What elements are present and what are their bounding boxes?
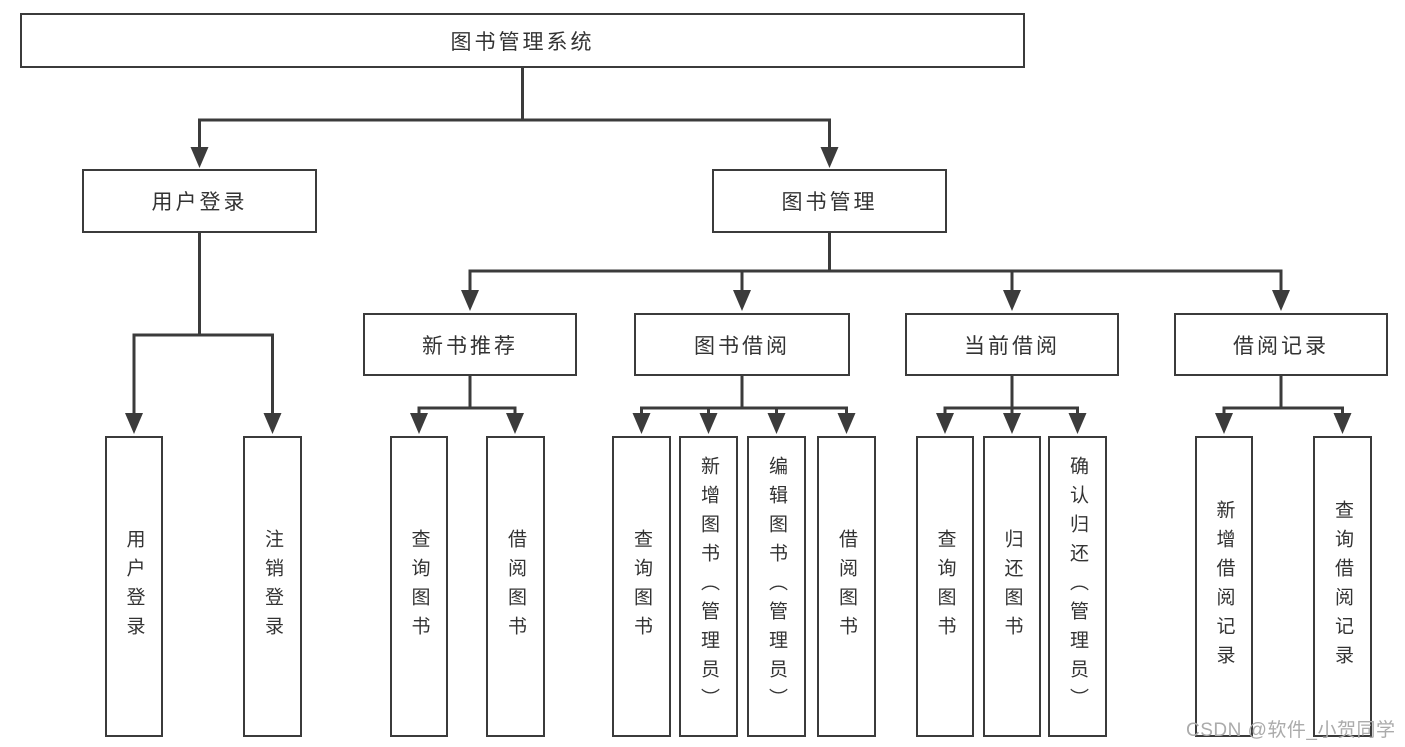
node-current-borrowing-label: 当前借阅	[964, 334, 1060, 358]
leaf-borrowing-add-books-admin: 新增图书（管理员）	[679, 436, 738, 737]
node-current-borrowing: 当前借阅	[905, 313, 1119, 376]
leaf-logout: 注销登录	[243, 436, 302, 737]
leaf-current-return-books-label: 归还图书	[1001, 528, 1023, 645]
leaf-records-query-record: 查询借阅记录	[1313, 436, 1372, 737]
leaf-borrowing-add-books-admin-label: 新增图书（管理员）	[698, 456, 719, 717]
node-book-borrowing-label: 图书借阅	[694, 334, 790, 358]
leaf-user-login: 用户登录	[105, 436, 163, 737]
leaf-current-query-books: 查询图书	[916, 436, 974, 737]
leaf-current-return-books: 归还图书	[983, 436, 1041, 737]
connector-lines	[132, 67, 1344, 416]
leaf-current-confirm-return-admin-label: 确认归还（管理员）	[1067, 456, 1088, 717]
leaf-current-confirm-return-admin: 确认归还（管理员）	[1048, 436, 1107, 737]
node-book-borrowing: 图书借阅	[634, 313, 850, 376]
node-borrow-records: 借阅记录	[1174, 313, 1388, 376]
leaf-records-add-record: 新增借阅记录	[1195, 436, 1253, 737]
node-user-login: 用户登录	[82, 169, 317, 233]
connector-arrowheads	[125, 147, 1352, 434]
leaf-borrowing-borrow-books: 借阅图书	[817, 436, 876, 737]
node-new-book-recommend-label: 新书推荐	[422, 334, 518, 358]
leaf-borrowing-borrow-books-label: 借阅图书	[836, 528, 857, 645]
leaf-recommend-borrow-books-label: 借阅图书	[505, 528, 526, 645]
leaf-recommend-borrow-books: 借阅图书	[486, 436, 545, 737]
leaf-logout-label: 注销登录	[262, 528, 283, 645]
leaf-user-login-label: 用户登录	[123, 528, 145, 645]
leaf-borrowing-edit-books-admin: 编辑图书（管理员）	[747, 436, 806, 737]
csdn-watermark: CSDN @软件_小贺同学	[1186, 720, 1396, 741]
node-book-management-label: 图书管理	[781, 191, 878, 214]
node-user-login-label: 用户登录	[151, 191, 248, 214]
leaf-borrowing-query-books: 查询图书	[612, 436, 671, 737]
node-borrow-records-label: 借阅记录	[1233, 334, 1329, 358]
node-root: 图书管理系统	[20, 13, 1025, 68]
leaf-recommend-query-books-label: 查询图书	[408, 528, 430, 645]
leaf-records-query-record-label: 查询借阅记录	[1332, 499, 1353, 674]
node-book-management: 图书管理	[712, 169, 947, 233]
node-root-label: 图书管理系统	[450, 30, 595, 54]
leaf-borrowing-query-books-label: 查询图书	[631, 528, 652, 645]
leaf-borrowing-edit-books-admin-label: 编辑图书（管理员）	[766, 456, 787, 717]
leaf-records-add-record-label: 新增借阅记录	[1213, 499, 1235, 674]
node-new-book-recommend: 新书推荐	[363, 313, 577, 376]
leaf-current-query-books-label: 查询图书	[934, 528, 956, 645]
leaf-recommend-query-books: 查询图书	[390, 436, 448, 737]
